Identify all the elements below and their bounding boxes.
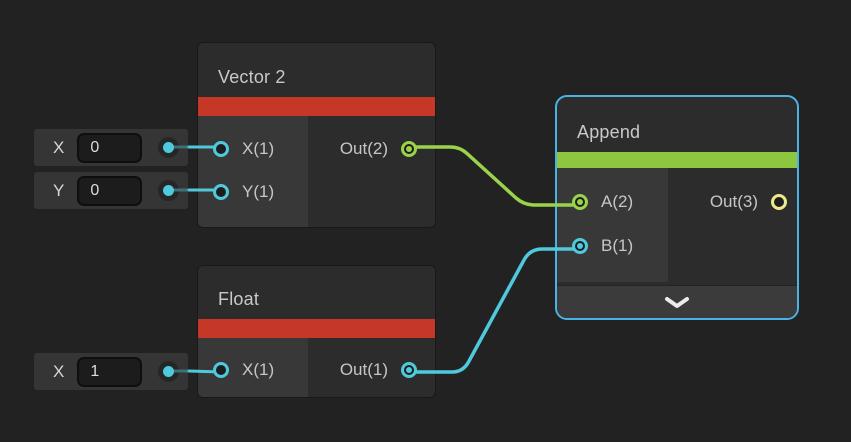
node-float[interactable]: Float X(1) Out(1) [197,265,436,398]
append-input-row-b: B(1) [557,224,668,268]
float-input-row-x: X(1) [198,348,308,391]
append-output-row: Out(3) [668,180,797,224]
node-float-title: Float [218,289,260,309]
append-expander-footer[interactable] [557,285,797,318]
append-port-out[interactable] [771,194,787,210]
node-append-title: Append [577,122,641,142]
append-port-b-label: B(1) [601,236,634,255]
append-port-a-label: A(2) [601,192,634,211]
vector2-x-label: X [53,137,65,157]
vector2-port-out-label: Out(2) [339,138,388,158]
append-input-row-a: A(2) [557,180,668,224]
vector2-y-connector-well [158,180,179,201]
vector2-y-inline-widget: Y [34,172,188,209]
append-port-b[interactable] [572,238,588,254]
float-x-value-input[interactable] [77,356,143,387]
vector2-y-value-input[interactable] [77,175,143,206]
node-vector2[interactable]: Vector 2 X(1) Y(1) Out(2) [197,42,436,228]
vector2-output-row: Out(2) [308,127,435,170]
float-x-connector-well [158,361,179,382]
float-port-out-label: Out(1) [339,359,388,379]
float-x-connector-dot[interactable] [163,366,174,377]
append-port-out-label: Out(3) [709,192,758,211]
chevron-down-icon [665,296,689,308]
node-append-accent-bar [557,152,797,168]
append-port-a[interactable] [572,194,588,210]
float-port-x-label: X(1) [242,359,275,379]
float-port-x[interactable] [213,361,229,378]
float-output-row: Out(1) [308,348,435,391]
vector2-input-row-x: X(1) [198,127,308,170]
vector2-port-out[interactable] [401,140,417,157]
vector2-port-x[interactable] [213,140,229,157]
float-x-label: X [53,361,65,381]
vector2-input-row-y: Y(1) [198,170,308,213]
node-vector2-title-bar[interactable]: Vector 2 [198,43,435,97]
vector2-x-inline-widget: X [34,129,188,166]
node-float-accent-bar [198,319,435,338]
vector2-port-x-label: X(1) [242,138,275,158]
node-vector2-accent-bar [198,97,435,116]
float-port-out[interactable] [401,361,417,378]
float-x-inline-widget: X [34,353,188,390]
node-float-title-bar[interactable]: Float [198,266,435,319]
node-append[interactable]: Append A(2) B(1) Out(3) [555,95,799,320]
vector2-y-connector-dot[interactable] [163,185,174,196]
vector2-port-y[interactable] [213,183,229,200]
vector2-x-connector-well [158,137,179,158]
vector2-x-value-input[interactable] [77,132,143,163]
node-append-title-bar[interactable]: Append [557,97,797,152]
node-vector2-title: Vector 2 [218,67,286,87]
vector2-y-label: Y [53,180,65,200]
vector2-x-connector-dot[interactable] [163,142,174,153]
vector2-port-y-label: Y(1) [242,181,275,201]
